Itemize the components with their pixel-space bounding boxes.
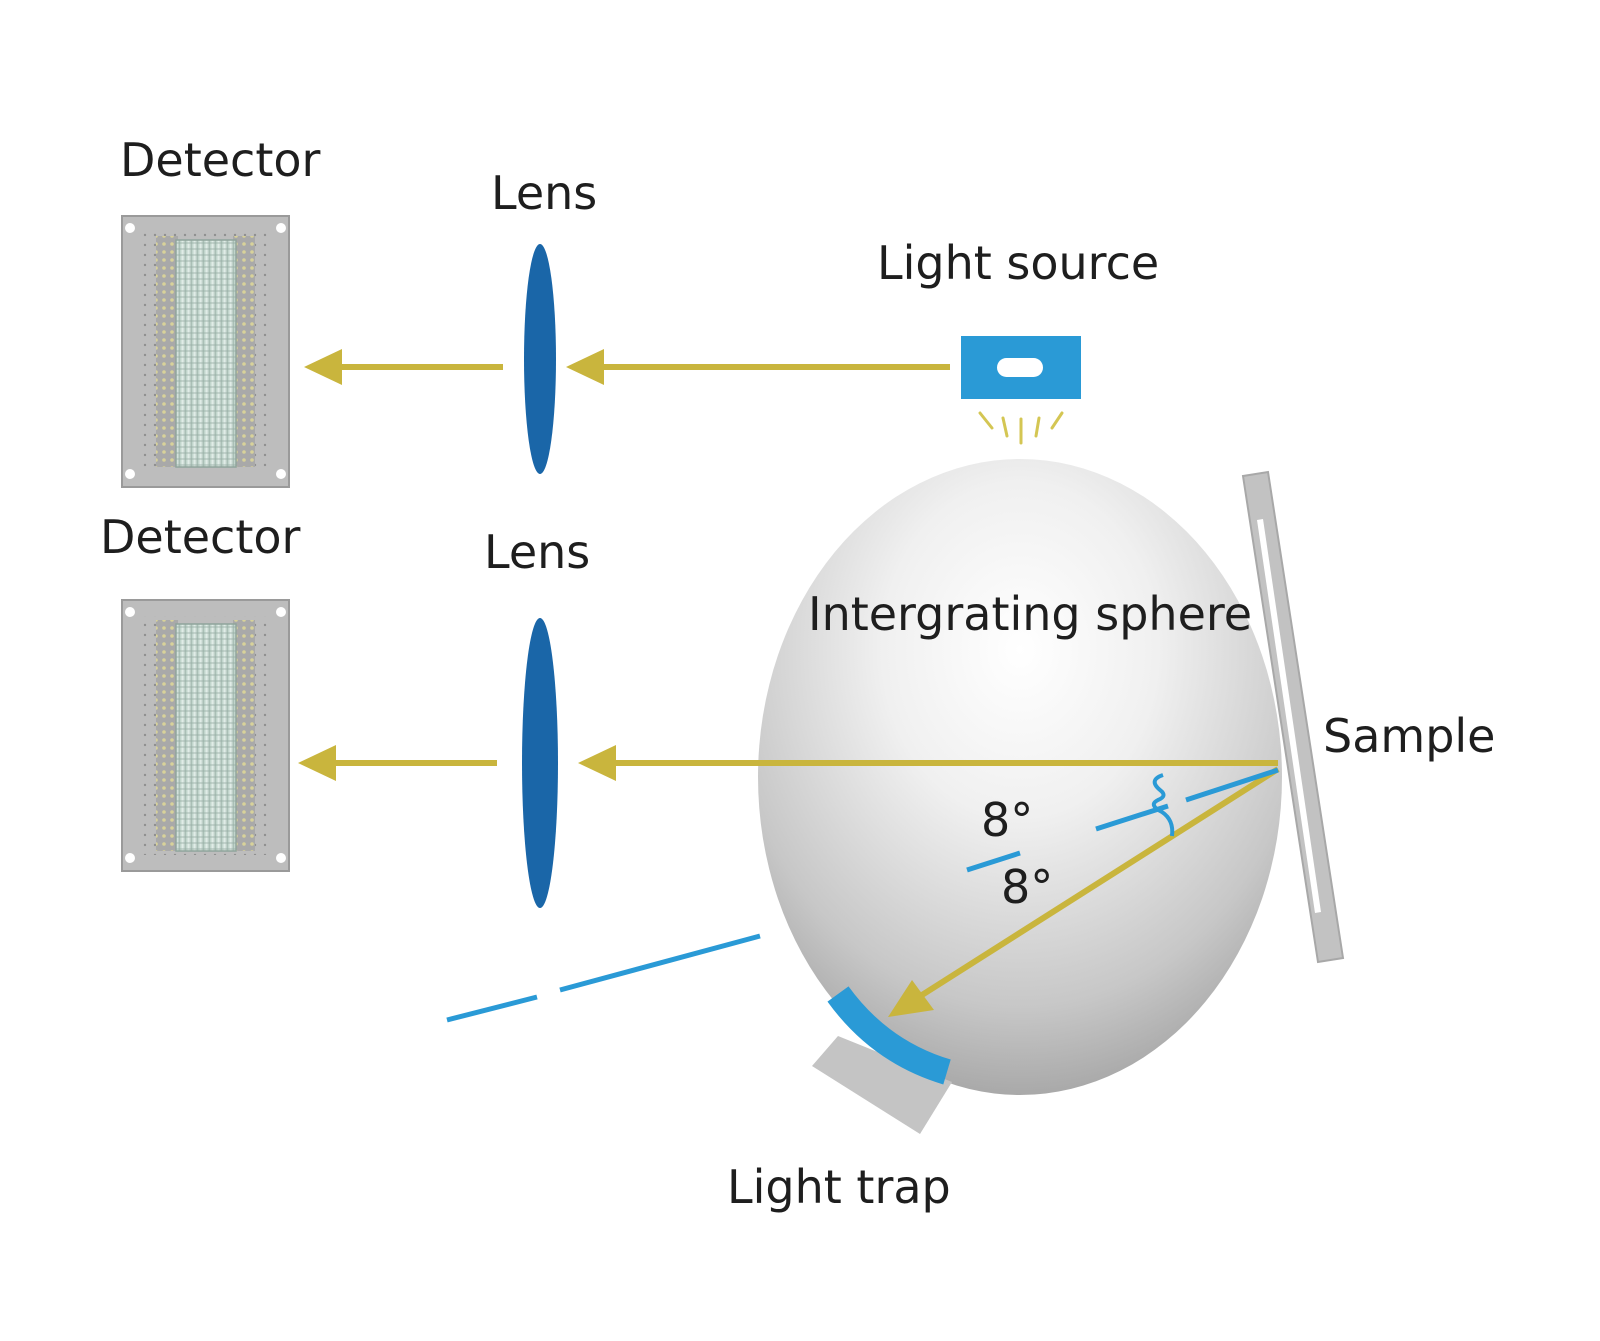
light-source <box>961 336 1081 445</box>
mount-hole-icon <box>125 223 135 233</box>
lens-bottom-label: Lens <box>484 525 590 579</box>
reference-line <box>446 767 1279 1023</box>
light-rays-icon <box>978 411 1064 445</box>
sample-holder <box>1241 470 1345 964</box>
mount-hole-icon <box>276 469 286 479</box>
angle-label-specular: 8° <box>981 793 1033 847</box>
beam-sample-to-trap <box>920 766 1280 998</box>
light-trap <box>812 986 952 1134</box>
mount-hole-icon <box>276 853 286 863</box>
arrowhead-icon <box>566 349 604 385</box>
mount-hole-icon <box>125 607 135 617</box>
arrowhead-icon <box>888 980 934 1017</box>
arrowhead-icon <box>304 349 342 385</box>
angle-label-incident: 8° <box>1001 860 1053 914</box>
detector-top <box>121 215 290 488</box>
detector-bottom-label: Detector <box>100 510 301 564</box>
sample-label: Sample <box>1323 709 1495 763</box>
detector-bottom <box>121 599 290 872</box>
integrating-sphere <box>758 459 1282 1095</box>
mount-hole-icon <box>276 223 286 233</box>
mount-hole-icon <box>276 607 286 617</box>
mount-hole-icon <box>125 469 135 479</box>
light-trap-label: Light trap <box>727 1160 951 1214</box>
detector-top-label: Detector <box>120 133 321 187</box>
mount-hole-icon <box>125 853 135 863</box>
beams <box>298 349 1280 1017</box>
lens-top-label: Lens <box>491 166 597 220</box>
lens-bottom <box>522 618 558 908</box>
arrowhead-icon <box>298 745 336 781</box>
lens-top <box>524 244 556 474</box>
arrowhead-icon <box>578 745 616 781</box>
angle-brace-icon <box>1151 773 1175 837</box>
sphere-label: Intergrating sphere <box>808 587 1252 641</box>
light-source-label: Light source <box>877 236 1159 290</box>
